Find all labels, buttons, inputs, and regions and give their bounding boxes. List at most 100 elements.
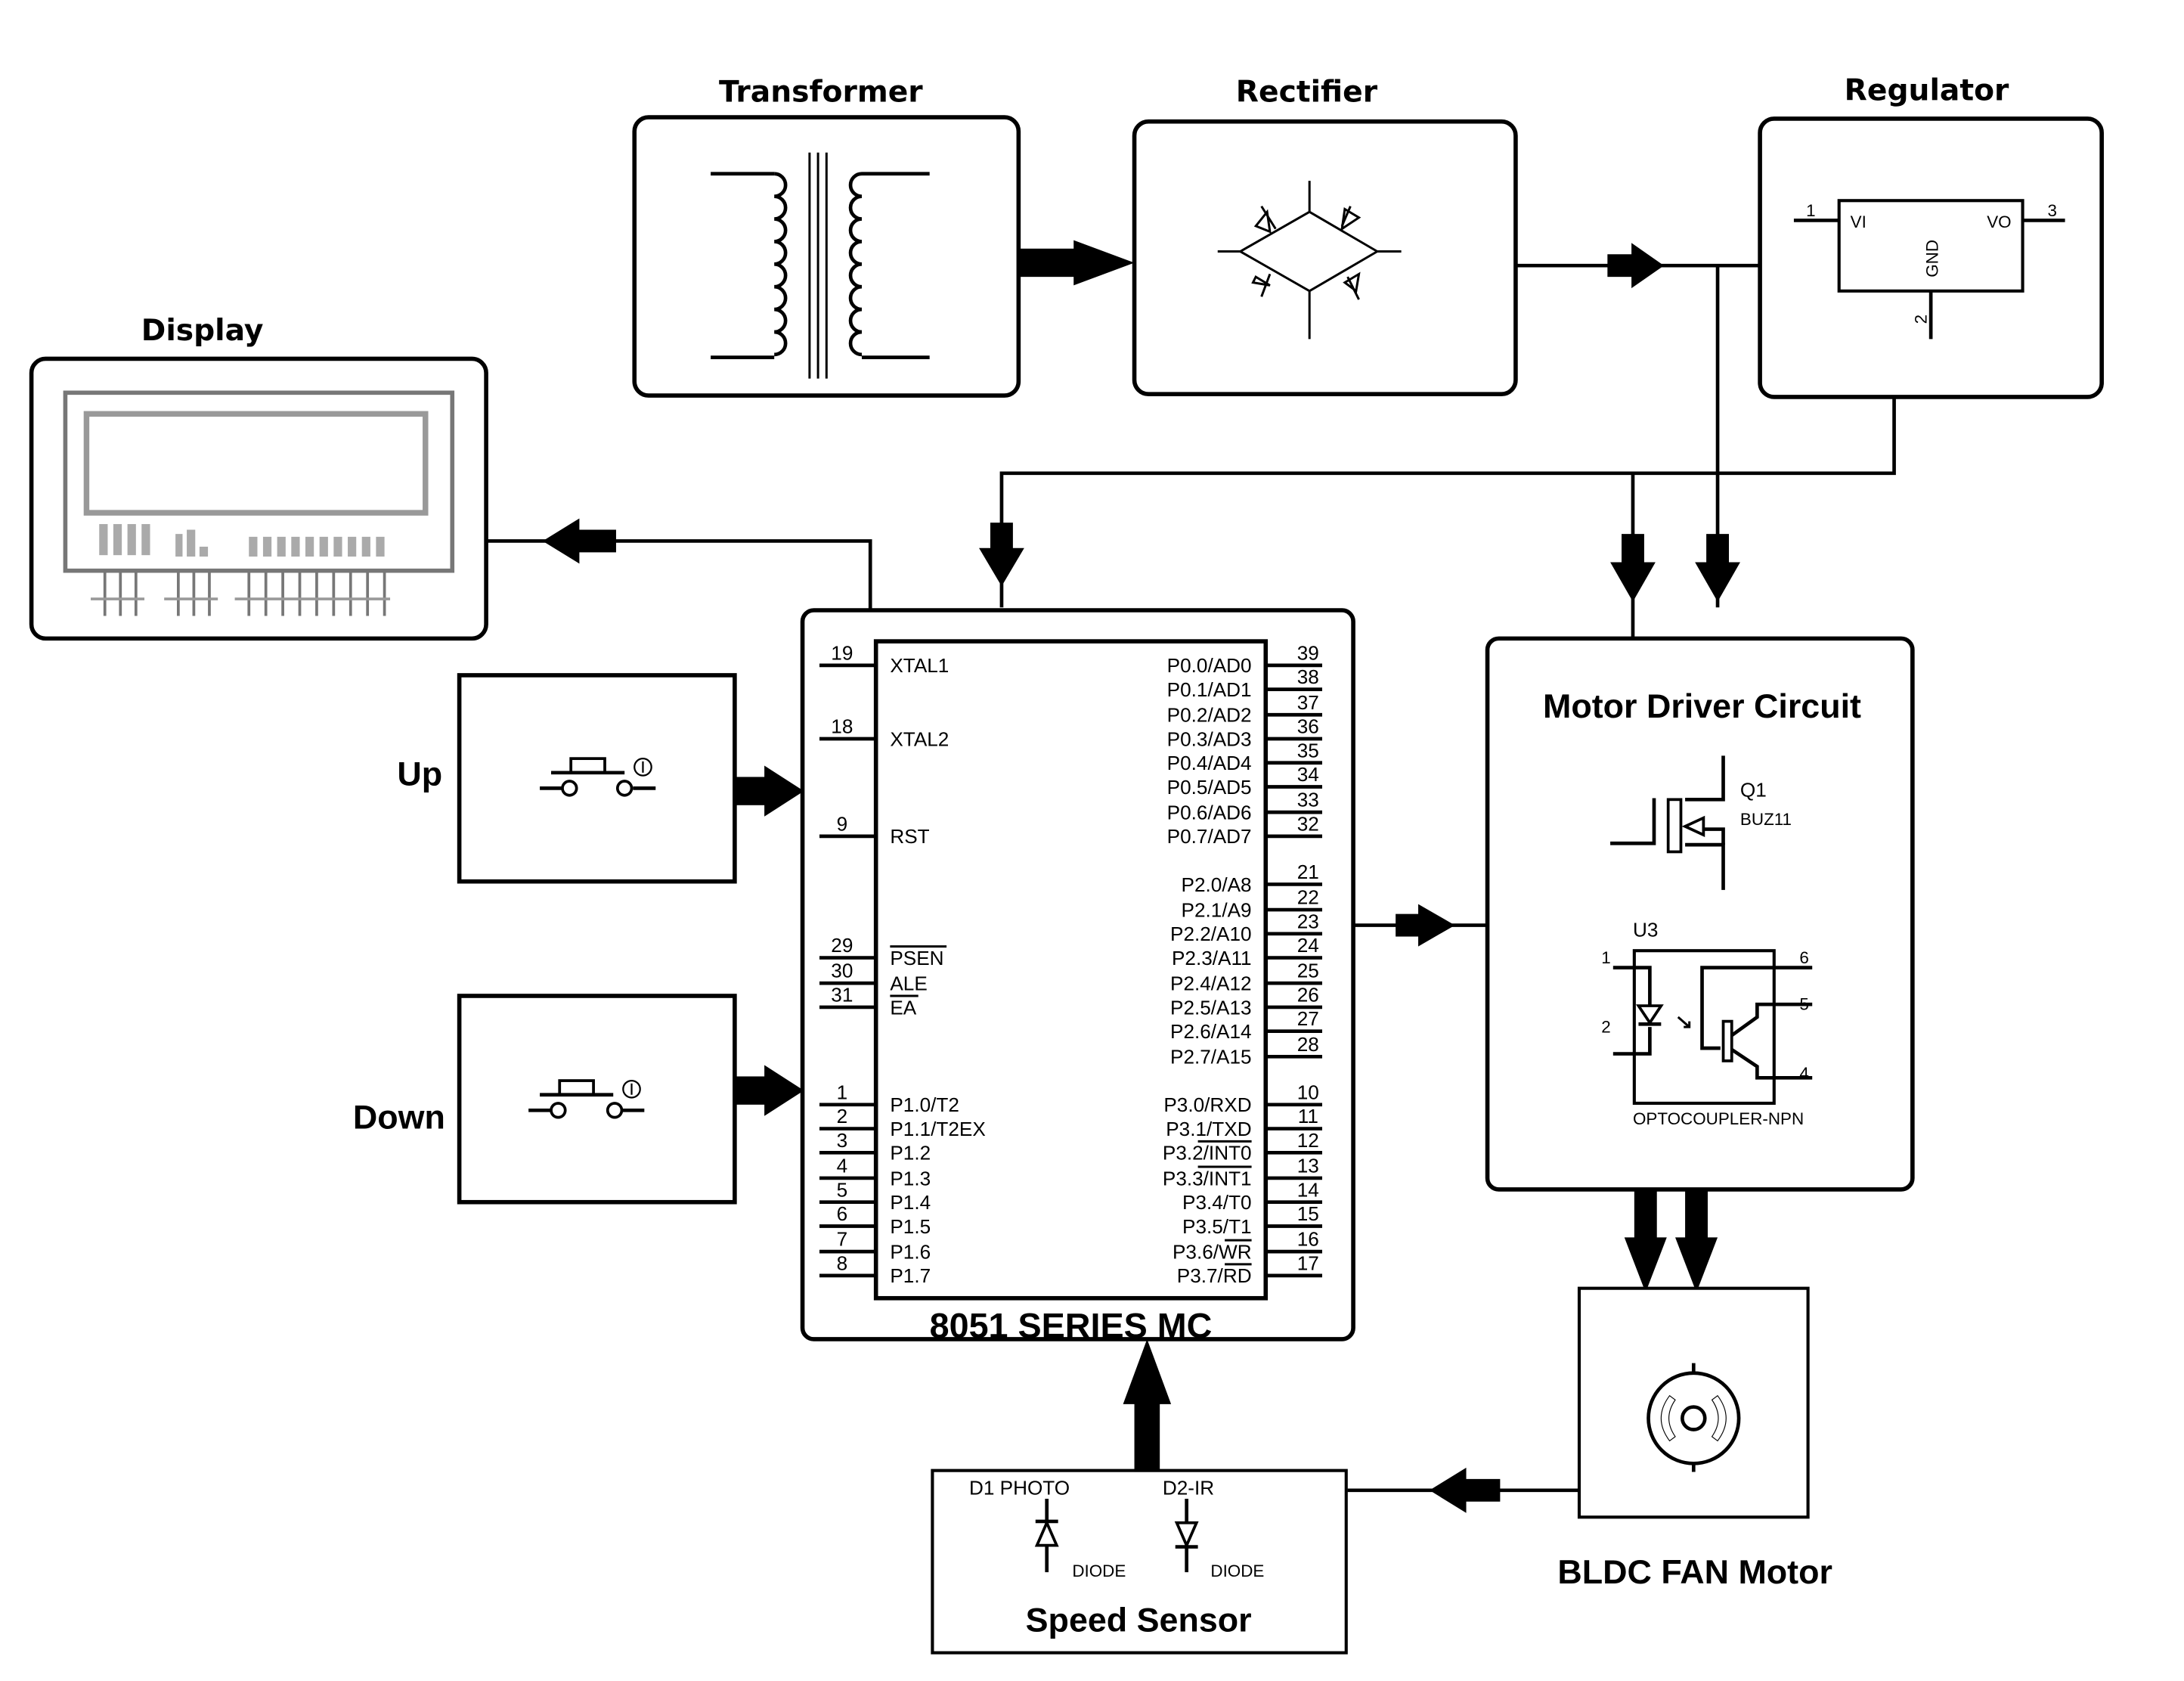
pin-number: 27: [1297, 1007, 1319, 1030]
pin-number: 9: [837, 812, 848, 835]
up-button-box: [457, 673, 737, 884]
mcu-left-pins: 19XTAL118XTAL29RST29PSEN30ALE31EA1P1.0/T…: [819, 641, 986, 1287]
mcu-pin: 4P1.3: [819, 1154, 931, 1189]
pin-name: P1.1/T2EX: [890, 1118, 985, 1140]
mosfet-icon: Q1 BUZ11: [1610, 755, 1792, 890]
mcu-pin: 5P1.4: [819, 1178, 931, 1214]
mcu-title: 8051 SERIES MC: [930, 1306, 1213, 1345]
regulator-pin-out: 3: [2048, 201, 2057, 220]
pin-number: 15: [1297, 1202, 1319, 1225]
photodiode-icon: [1034, 1499, 1059, 1573]
d1-type: DIODE: [1072, 1562, 1126, 1580]
pin-name: P2.2/A10: [1170, 923, 1252, 945]
arrow-down-to-mcu: [734, 1065, 804, 1116]
pin-name: P3.7/RD: [1177, 1264, 1252, 1287]
down-button-label: Down: [353, 1098, 445, 1137]
mcu-pin: 6P1.5: [819, 1202, 931, 1238]
down-button-block: Down: [353, 994, 804, 1205]
mcu-pin: 3P1.2: [819, 1129, 931, 1165]
regulator-label-gnd: GND: [1922, 240, 1941, 278]
mcu-chip: [873, 639, 1269, 1301]
ir-diode-icon: [1174, 1499, 1199, 1573]
opto-pin-6: 6: [1799, 948, 1808, 967]
regulator-label-in: VI: [1851, 212, 1866, 231]
transformer-title: Transformer: [719, 76, 923, 110]
lcd-icon: [63, 390, 455, 616]
pin-number: 16: [1297, 1228, 1319, 1251]
push-button-icon: [528, 1079, 645, 1119]
pin-number: 28: [1297, 1033, 1319, 1056]
speed-sensor-title: Speed Sensor: [1026, 1601, 1252, 1639]
arrow-mcu-to-motor-driver: [1353, 904, 1488, 947]
pin-number: 39: [1297, 641, 1319, 664]
down-button-box: [457, 994, 737, 1205]
pin-number: 10: [1297, 1081, 1319, 1103]
mcu-pin: 2P1.1/T2EX: [819, 1105, 986, 1140]
display-block: Display: [29, 314, 488, 641]
mcu-pin: 8P1.7: [819, 1251, 931, 1287]
pin-name: P2.0/A8: [1182, 873, 1252, 896]
pin-name: P3.3/INT1: [1163, 1167, 1252, 1189]
pin-name: P1.0/T2: [890, 1093, 959, 1116]
opto-pin-4: 4: [1799, 1064, 1808, 1083]
pin-name: P2.5/A13: [1170, 996, 1252, 1019]
arrow-mcu-to-display: [486, 518, 872, 611]
pin-name: P0.1/AD1: [1167, 678, 1252, 701]
pin-name: P0.2/AD2: [1167, 704, 1252, 727]
pin-name: P2.1/A9: [1182, 898, 1252, 921]
pin-number: 4: [837, 1154, 848, 1177]
power-bus: [979, 396, 1896, 639]
pin-number: 33: [1297, 789, 1319, 811]
pin-number: 36: [1297, 715, 1319, 738]
pin-number: 37: [1297, 691, 1319, 714]
pin-name: RST: [890, 825, 929, 848]
pin-name: P1.5: [890, 1215, 931, 1238]
pin-name: XTAL2: [890, 727, 949, 750]
pin-name: EA: [890, 996, 916, 1019]
pin-number: 13: [1297, 1154, 1319, 1177]
pin-number: 19: [831, 641, 853, 664]
pin-name: P2.6/A14: [1170, 1020, 1252, 1043]
pin-number: 2: [837, 1105, 848, 1127]
push-button-icon: [540, 757, 656, 797]
arrow-motor-driver-to-fan: [1624, 1189, 1718, 1293]
regulator-label-out: VO: [1987, 212, 2011, 231]
arrow-sensor-to-mcu: [1123, 1338, 1172, 1472]
display-title: Display: [141, 314, 264, 348]
pin-number: 31: [831, 983, 853, 1006]
pin-name: P3.1/TXD: [1166, 1118, 1251, 1140]
speed-sensor-block: D1 PHOTO D2-IR DIODE DIODE Speed Sensor: [931, 1469, 1348, 1655]
mosfet-ref: Q1: [1740, 779, 1767, 802]
regulator-pin-in: 1: [1806, 201, 1815, 220]
pin-name: ALE: [890, 972, 927, 995]
regulator-pin-gnd: 2: [1912, 315, 1931, 324]
d1-label: D1 PHOTO: [969, 1476, 1070, 1499]
pin-name: P3.6/WR: [1173, 1240, 1252, 1263]
pin-name: P0.7/AD7: [1167, 825, 1252, 848]
optocoupler-icon: U3 1 2 6 5 4 OPTOCOUPLER-NPN: [1601, 919, 1813, 1128]
pin-name: P1.6: [890, 1240, 931, 1263]
speed-sensor-box: [931, 1469, 1348, 1655]
arrow-fan-to-sensor: [1347, 1467, 1579, 1513]
regulator-block: Regulator 1 3 VI VO GND 2: [1758, 74, 2104, 399]
